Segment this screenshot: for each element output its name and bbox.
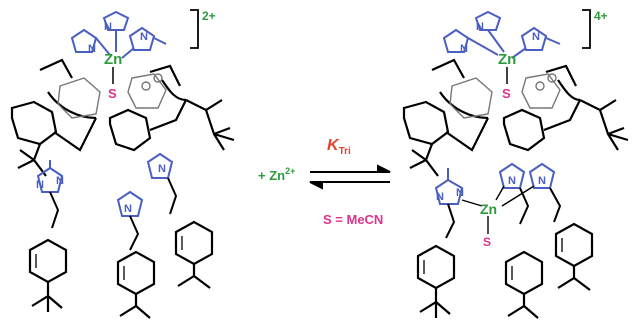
- reagent-label-group: + Zn2+: [258, 166, 295, 183]
- left-zinc-label: Zn: [104, 51, 122, 68]
- right-lower-zinc-bonds: [461, 185, 535, 234]
- n-atom-label: N: [124, 203, 132, 215]
- right-linkers: [445, 187, 562, 239]
- constant-symbol: K: [327, 137, 340, 154]
- left-arm-nitrogen-labels: N N N N: [36, 163, 166, 215]
- right-triazole-arms: [434, 162, 556, 205]
- left-charge-bracket: [190, 9, 199, 49]
- n-atom-label: N: [538, 175, 546, 187]
- right-molecule: N N N Zn S 4+: [402, 9, 629, 319]
- equilibrium-arrows: [309, 164, 391, 190]
- right-imidazole-cap: [442, 10, 561, 59]
- n-atom-label: N: [508, 175, 516, 187]
- left-imidazole-cap: [70, 10, 167, 59]
- left-linkers: [49, 177, 178, 251]
- left-triazole-arms: [36, 152, 174, 217]
- right-phenyl-rings: [416, 222, 594, 319]
- right-calixarene-back: [449, 73, 561, 119]
- constant-subscript: Tri: [339, 146, 351, 157]
- reagent-label: + Zn2+: [258, 166, 295, 183]
- right-charge-label: 4+: [594, 9, 608, 23]
- right-calixarene-body: [402, 58, 629, 177]
- n-atom-label: N: [476, 21, 484, 33]
- n-atom-label: N: [460, 43, 468, 55]
- n-atom-label: N: [158, 163, 166, 175]
- n-atom-label: N: [140, 31, 148, 43]
- right-bottom-zinc-label: Zn: [480, 201, 497, 217]
- n-atom-label: N: [436, 191, 444, 203]
- left-phenyl-inner-bonds: [35, 236, 183, 280]
- n-atom-label: N: [88, 43, 96, 55]
- right-charge-bracket: [582, 9, 591, 49]
- n-atom-label: N: [456, 187, 464, 199]
- left-molecule: N N N Zn S 2+: [10, 9, 235, 319]
- right-top-zinc-label: Zn: [498, 51, 516, 68]
- right-top-solvent-label: S: [502, 86, 511, 101]
- right-bottom-solvent-label: S: [483, 235, 491, 249]
- reagent-superscript: 2+: [285, 166, 295, 176]
- left-calixarene-back: [57, 73, 167, 119]
- left-phenyl-rings: [28, 220, 214, 319]
- right-arm-nitrogen-labels: N N N N: [436, 175, 546, 203]
- n-atom-label: N: [104, 21, 112, 33]
- left-solvent-label: S: [108, 86, 117, 101]
- n-atom-label: N: [36, 179, 44, 191]
- n-atom-label: N: [532, 31, 540, 43]
- right-cap-nitrogen-labels: N N N: [460, 21, 540, 55]
- left-calixarene-body: [10, 58, 235, 177]
- left-cap-nitrogen-labels: N N N: [88, 21, 148, 55]
- reagent-prefix: + Zn: [258, 168, 285, 183]
- equilibrium-constant-label: KTri: [327, 137, 351, 157]
- solvent-legend: S = MeCN: [323, 212, 383, 227]
- left-charge-label: 2+: [202, 9, 216, 23]
- equilibrium-constant-group: KTri: [327, 137, 351, 157]
- n-atom-label: N: [56, 175, 64, 187]
- right-phenyl-inner-bonds: [423, 238, 563, 280]
